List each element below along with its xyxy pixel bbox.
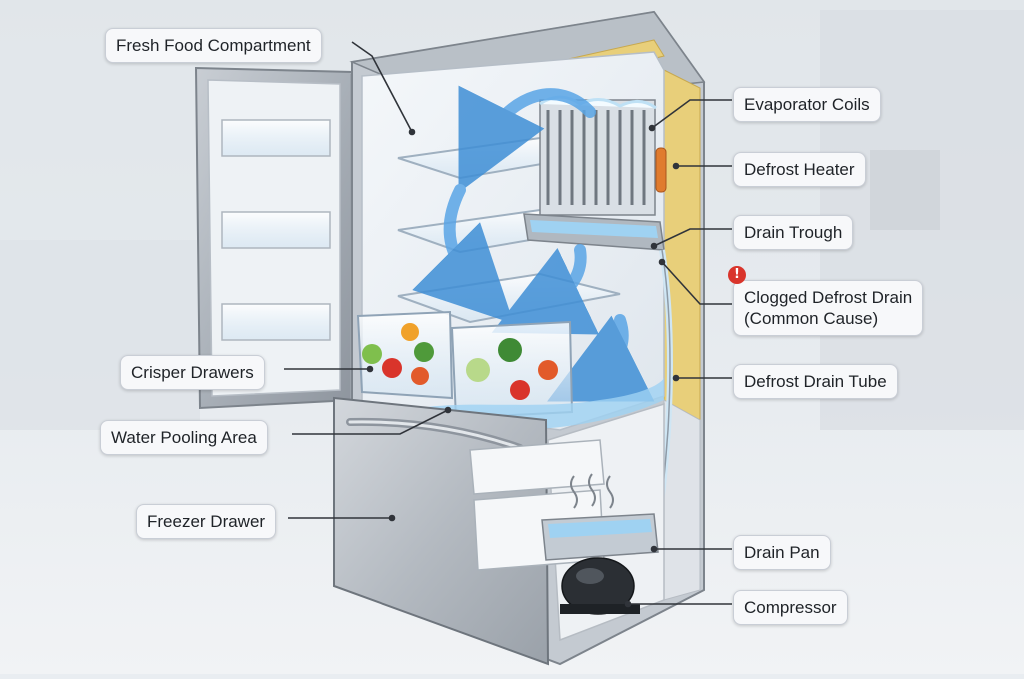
label-text: Defrost Heater: [744, 160, 855, 179]
alert-icon: !: [728, 266, 746, 284]
lower-cutaway: [469, 402, 665, 642]
label-evaporator-coils: Evaporator Coils: [733, 87, 881, 122]
crisper-drawers-art: [356, 310, 574, 420]
label-drain-pan: Drain Pan: [733, 535, 831, 570]
label-clogged-defrost-drain: Clogged Defrost Drain (Common Cause): [733, 280, 924, 336]
label-text: Defrost Drain Tube: [744, 372, 887, 391]
label-fresh-food-compartment: Fresh Food Compartment: [105, 28, 322, 63]
label-text: Compressor: [744, 598, 837, 617]
label-drain-trough: Drain Trough: [733, 215, 854, 250]
label-text: Water Pooling Area: [111, 428, 257, 447]
label-defrost-heater: Defrost Heater: [733, 152, 866, 187]
label-text-line2: (Common Cause): [744, 309, 879, 328]
label-freezer-drawer: Freezer Drawer: [136, 504, 277, 539]
label-compressor: Compressor: [733, 590, 848, 625]
drain-trough-art: [523, 213, 665, 251]
label-text: Crisper Drawers: [131, 363, 254, 382]
label-defrost-drain-tube: Defrost Drain Tube: [733, 364, 898, 399]
label-text: Evaporator Coils: [744, 95, 870, 114]
label-text: Freezer Drawer: [147, 512, 266, 531]
label-text: Drain Pan: [744, 543, 820, 562]
label-text: Drain Trough: [744, 223, 843, 242]
leader-lines: [284, 41, 732, 608]
label-crisper-drawers: Crisper Drawers: [120, 355, 265, 390]
evaporator-coils-art: [539, 95, 667, 216]
label-water-pooling-area: Water Pooling Area: [100, 420, 268, 455]
label-text-line1: Clogged Defrost Drain: [744, 288, 913, 307]
airflow-arrows: [412, 85, 655, 402]
label-text: Fresh Food Compartment: [116, 36, 311, 55]
